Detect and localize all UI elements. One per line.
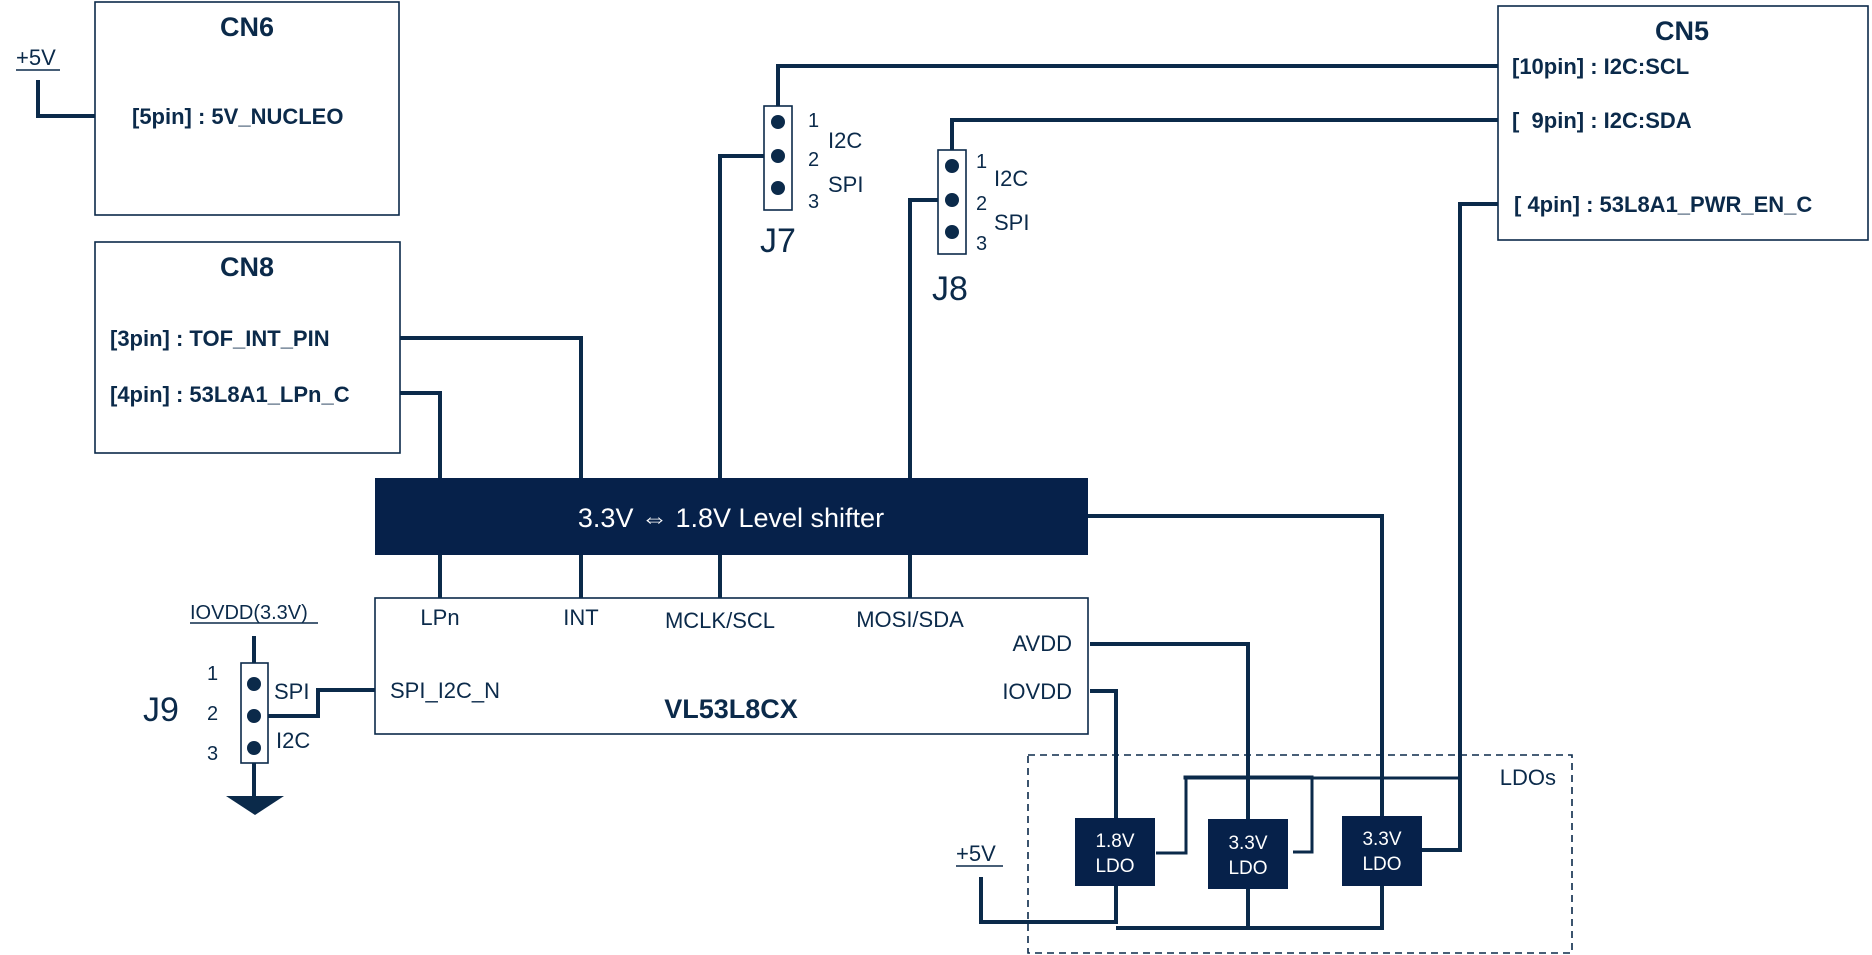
ldo-3: 3.3V LDO: [1342, 816, 1422, 886]
ldo3-voltage: 3.3V: [1362, 829, 1401, 850]
cn6-title: CN6: [220, 12, 274, 42]
ground-icon: [226, 796, 284, 815]
ldo3-box: [1342, 816, 1422, 886]
wire-iovdd-ldo1: [1090, 689, 1118, 818]
j7-pin3-number: 3: [808, 191, 819, 213]
cn5-pin9-label: [ 9pin] : I2C:SDA: [1512, 108, 1692, 133]
cn5-box: [1497, 5, 1869, 241]
sensor-vl53l8cx: LPn INT MCLK/SCL MOSI/SDA AVDD IOVDD SPI…: [374, 597, 1089, 735]
ldo-group: LDOs 1.8V LDO 3.3V LDO 3.3V LDO +5V: [956, 754, 1573, 954]
j8-pin1: [945, 159, 959, 173]
sensor-box: [374, 597, 1089, 735]
sensor-pin-iovdd: IOVDD: [1002, 679, 1072, 704]
j8-pin2: [945, 193, 959, 207]
j8-name: J8: [932, 270, 968, 308]
cn6-pin5-label: [5pin] : 5V_NUCLEO: [132, 104, 343, 129]
ldo3-type: LDO: [1362, 854, 1401, 875]
iovdd-label: IOVDD(3.3V): [190, 602, 308, 624]
cn8-connector: CN8 [3pin] : TOF_INT_PIN [4pin] : 53L8A1…: [94, 241, 401, 454]
level-shifter-box: [375, 478, 1088, 555]
j9-pin3-number: 3: [207, 743, 218, 765]
ldo-1: 1.8V LDO: [1075, 818, 1155, 886]
wire-int-in: [400, 336, 583, 478]
cn5-pin4-label: [ 4pin] : 53L8A1_PWR_EN_C: [1514, 192, 1812, 217]
cn5-title: CN5: [1655, 16, 1709, 46]
wire-5v-ldo3: [1116, 886, 1384, 930]
j8-spi-label: SPI: [994, 210, 1029, 235]
wire-pwr-en: [1422, 202, 1500, 852]
cn8-box: [94, 241, 401, 454]
cn8-title: CN8: [220, 252, 274, 282]
j7-name: J7: [760, 222, 796, 260]
j7-pin1-number: 1: [808, 110, 819, 132]
plus5v-bottom-label: +5V: [956, 841, 996, 866]
ldo1-box: [1075, 818, 1155, 886]
cn8-pin4-label: [4pin] : 53L8A1_LPn_C: [110, 382, 350, 407]
plus5v-left: +5V: [16, 45, 60, 71]
ldo1-voltage: 1.8V: [1095, 831, 1134, 852]
ldo-group-label: LDOs: [1500, 765, 1556, 790]
j8-i2c-label: I2C: [994, 166, 1028, 191]
ldo2-voltage: 3.3V: [1228, 833, 1267, 854]
j7-spi-label: SPI: [828, 172, 863, 197]
j8-pin3: [945, 225, 959, 239]
ldo-group-outline: [1027, 754, 1573, 954]
wire-5v-ldo1: [979, 877, 1118, 924]
wire-scl: [776, 64, 1500, 122]
j7-pin3: [771, 181, 785, 195]
j7-pin2-number: 2: [808, 149, 819, 171]
sensor-pin-avdd: AVDD: [1013, 631, 1073, 656]
wire-j9-spi: [254, 688, 376, 718]
j9-pin2: [247, 709, 261, 723]
level-shifter-label: 3.3V ⇔ 1.8V Level shifter: [578, 503, 884, 533]
ldo2-box: [1208, 819, 1288, 889]
sensor-pin-spi-i2c-n: SPI_I2C_N: [390, 678, 500, 703]
j9-pin1-number: 1: [207, 663, 218, 685]
ldo2-type: LDO: [1228, 858, 1267, 879]
sensor-pin-mosi: MOSI/SDA: [856, 607, 964, 632]
j8-pin2-number: 2: [976, 193, 987, 215]
j7-pin2: [771, 149, 785, 163]
wire-shifter-ldo3: [1088, 514, 1384, 818]
level-shifter: 3.3V ⇔ 1.8V Level shifter: [375, 478, 1088, 555]
cn5-pin10-label: [10pin] : I2C:SCL: [1512, 54, 1689, 79]
cn6-box: [94, 1, 400, 216]
wire-lpn-in: [400, 391, 442, 478]
j9-pin2-number: 2: [207, 703, 218, 725]
jumper-j7: 1 2 3 I2C SPI J7: [760, 105, 863, 260]
cn6-connector: CN6 [5pin] : 5V_NUCLEO: [94, 1, 400, 216]
jumper-j9: IOVDD(3.3V) 1 2 3 SPI I2C J9: [143, 602, 318, 815]
ldo-2: 3.3V LDO: [1208, 819, 1288, 889]
j8-pin1-number: 1: [976, 151, 987, 173]
cn8-pin3-label: [3pin] : TOF_INT_PIN: [110, 326, 330, 351]
sensor-pin-int: INT: [563, 605, 598, 630]
wire-sda: [950, 118, 1500, 166]
wire-avdd-ldo2: [1090, 642, 1250, 820]
j7-i2c-label: I2C: [828, 128, 862, 153]
j9-i2c-label: I2C: [276, 728, 310, 753]
cn5-connector: CN5 [10pin] : I2C:SCL [ 9pin] : I2C:SDA …: [1497, 5, 1869, 241]
j7-pin1: [771, 115, 785, 129]
j9-name: J9: [143, 691, 179, 729]
ldo1-type: LDO: [1095, 856, 1134, 877]
sensor-pin-mclk: MCLK/SCL: [665, 608, 775, 633]
plus5v-left-label: +5V: [16, 45, 56, 70]
jumper-j8: 1 2 3 I2C SPI J8: [932, 149, 1029, 308]
j9-pin3: [247, 741, 261, 755]
sensor-name: VL53L8CX: [664, 694, 798, 724]
j9-spi-label: SPI: [274, 679, 309, 704]
j8-pin3-number: 3: [976, 233, 987, 255]
wire-j7-shifter: [718, 154, 778, 478]
j9-pin1: [247, 677, 261, 691]
sensor-pin-lpn: LPn: [420, 605, 459, 630]
